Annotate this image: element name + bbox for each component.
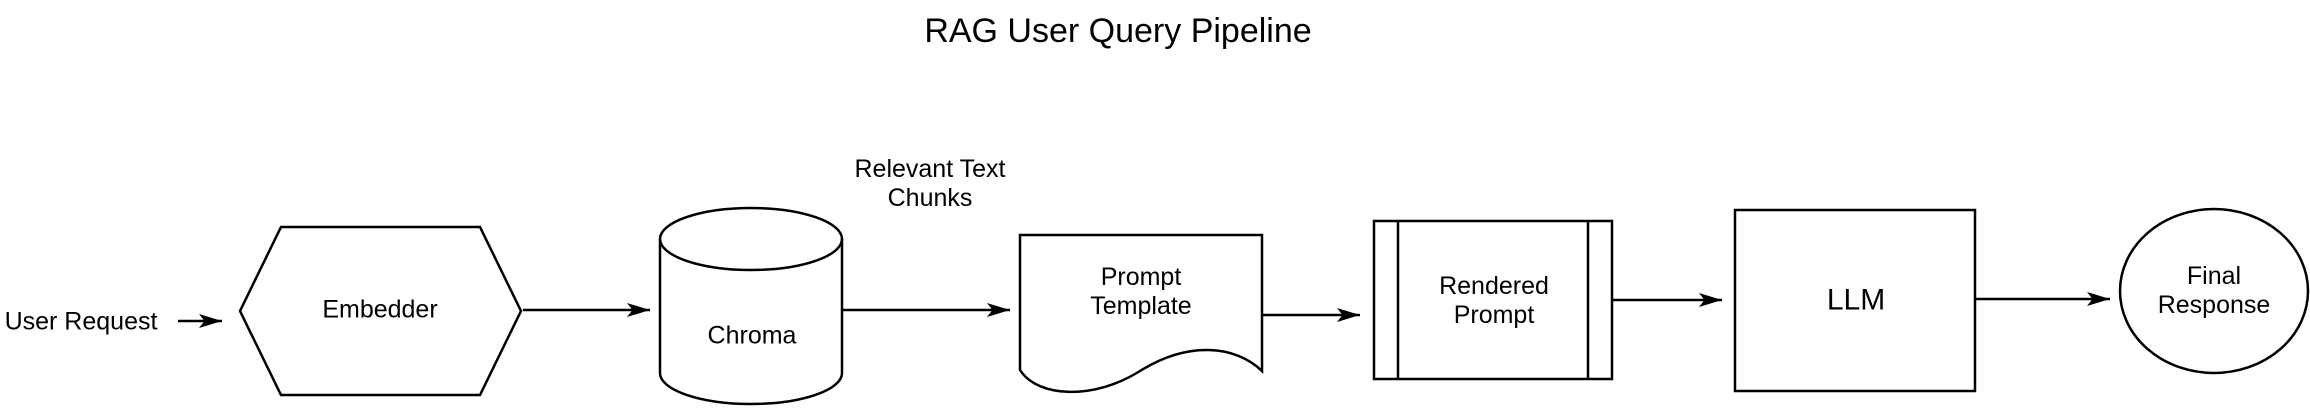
- llm-rectangle-shape: [1733, 208, 1977, 393]
- diagram-title: RAG User Query Pipeline: [924, 12, 1312, 50]
- chroma-cylinder-shape: [658, 206, 844, 406]
- node-label-rendered-prompt: Rendered Prompt: [1439, 272, 1549, 329]
- node-label-llm: LLM: [1826, 283, 1886, 317]
- embedder-hexagon-shape: [238, 225, 523, 397]
- node-label-user-request: User Request: [4, 307, 158, 336]
- node-label-final-response: Final Response: [2157, 262, 2271, 319]
- node-label-prompt-template: Prompt Template: [1090, 263, 1192, 320]
- rendered-prompt-predefined-process-shape: [1372, 219, 1614, 381]
- node-label-embedder: Embedder: [322, 295, 438, 324]
- node-label-chroma: Chroma: [707, 321, 797, 350]
- final-response-ellipse-shape: [2118, 207, 2310, 375]
- prompt-template-document-shape: [1018, 233, 1264, 394]
- edge-label-relevant-text-chunks: Relevant Text Chunks: [854, 155, 1006, 212]
